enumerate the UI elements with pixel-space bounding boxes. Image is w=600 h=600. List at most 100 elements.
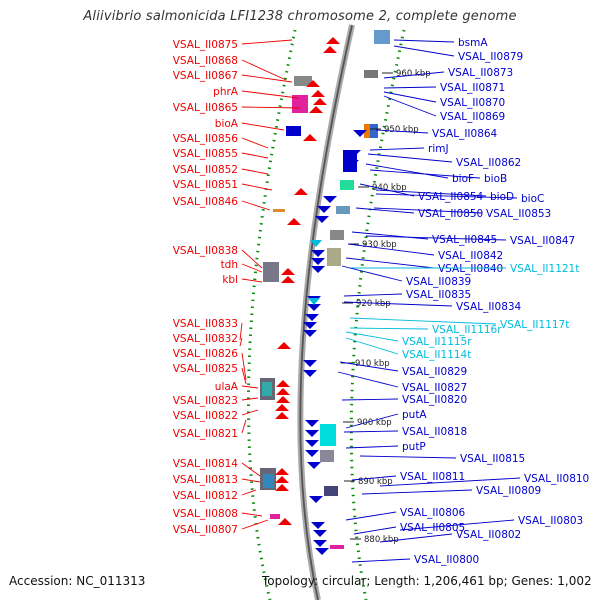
left-gene-label: VSAL_II0856 (173, 133, 239, 145)
reverse-gene-arrow (307, 462, 321, 469)
right-gene-label: VSAL_II0850 (418, 208, 483, 220)
reverse-gene-arrow (311, 258, 325, 265)
right-leader-line (399, 519, 515, 531)
right-gene-label: VSAL_II0864 (432, 128, 498, 140)
right-leader-line (343, 293, 403, 297)
right-leader-line (341, 398, 399, 401)
right-gene-label: VSAL_II0847 (510, 235, 575, 247)
reverse-gene-arrow (305, 450, 319, 457)
reverse-gene-arrow (353, 130, 367, 137)
right-leader-line (383, 95, 437, 117)
left-leader-line (241, 397, 259, 401)
left-gene-label: VSAL_II0826 (173, 348, 239, 360)
reverse-gene-arrow (317, 206, 331, 213)
forward-gene-arrow (276, 396, 290, 403)
left-gene-label: VSAL_II0868 (173, 55, 238, 67)
left-leader-line (241, 200, 271, 211)
right-gene-label: VSAL_II0873 (448, 67, 513, 79)
right-gene-label: putP (402, 441, 426, 453)
forward-gene-arrow (275, 484, 289, 491)
right-gene-label: VSAL_II0853 (486, 208, 551, 220)
gene-box (340, 180, 354, 190)
chromosome-backbone (297, 24, 355, 600)
chromosome-backbone-highlight (299, 24, 353, 600)
right-gene-label: bsmA (458, 37, 488, 49)
right-leader-line (369, 147, 425, 151)
forward-gene-arrow (278, 518, 292, 525)
right-leader-line (375, 189, 487, 197)
forward-gene-arrow (294, 188, 308, 195)
kbp-tick-label: 960 kbp (396, 69, 431, 79)
reverse-gene-arrow (309, 496, 323, 503)
kbp-tick-label: 920 kbp (356, 299, 391, 309)
topology-text: Topology: circular; Length: 1,206,461 bp… (262, 574, 592, 588)
kbp-tick-label: 950 kbp (384, 125, 419, 135)
right-leader-line (379, 533, 453, 543)
gene-box (294, 76, 312, 86)
right-gene-label: bioB (484, 173, 507, 185)
right-leader-line (349, 317, 497, 325)
right-leader-line (375, 193, 518, 199)
left-gene-label: VSAL_II0808 (173, 508, 238, 520)
gene-box (327, 248, 341, 266)
left-leader-line (241, 512, 263, 517)
forward-gene-arrow (311, 90, 325, 97)
right-gene-label: VSAL_II0879 (458, 51, 523, 63)
left-leader-line (241, 122, 285, 131)
right-gene-label: VSAL_II0862 (456, 157, 521, 169)
left-leader-line (241, 137, 269, 149)
right-leader-line (351, 558, 411, 563)
left-gene-label: VSAL_II0875 (173, 39, 238, 51)
right-leader-line (351, 231, 429, 240)
right-leader-line (365, 163, 449, 179)
right-leader-line (367, 153, 453, 163)
reverse-gene-arrow (313, 530, 327, 537)
forward-gene-arrow (275, 412, 289, 419)
forward-gene-arrow (276, 380, 290, 387)
left-leader-line (241, 278, 263, 283)
gene-arrows (275, 37, 367, 555)
reverse-gene-arrow (303, 360, 317, 367)
reverse-gene-arrow (303, 370, 317, 377)
left-gene-label: kbl (222, 274, 238, 286)
reverse-gene-arrow (347, 150, 361, 157)
right-gene-label: VSAL_II0839 (406, 276, 471, 288)
right-gene-label: VSAL_II0829 (402, 366, 467, 378)
gene-box (263, 474, 274, 488)
right-leader-line (343, 430, 399, 433)
forward-gene-arrow (277, 342, 291, 349)
right-leader-line (365, 235, 507, 241)
right-gene-label: VSAL_II0835 (406, 289, 471, 301)
left-leader-line (239, 322, 243, 341)
right-gene-label: VSAL_II0869 (440, 111, 505, 123)
right-gene-label: VSAL_II0806 (400, 507, 466, 519)
right-gene-label: VSAL_II1114t (402, 349, 471, 361)
left-gene-label: VSAL_II0822 (173, 410, 238, 422)
gene-box (336, 206, 350, 214)
rna-gene-arrow (310, 240, 322, 247)
right-leader-line (379, 477, 521, 487)
gene-box (273, 209, 285, 212)
left-leader-line (241, 409, 259, 416)
right-gene-label: rimJ (428, 143, 449, 155)
forward-gene-arrow (287, 218, 301, 225)
right-leader-line (383, 86, 437, 89)
gene-box (330, 545, 344, 549)
gene-box (320, 450, 334, 462)
left-leader-line (241, 462, 261, 477)
right-leader-line (393, 45, 455, 57)
left-leader-line (241, 249, 263, 269)
gene-box (286, 126, 301, 136)
right-gene-label: VSAL_II1115r (402, 336, 472, 348)
forward-gene-arrow (309, 106, 323, 113)
map-title: Aliivibrio salmonicida LFI1238 chromosom… (83, 9, 517, 24)
left-leader-line (241, 385, 259, 389)
forward-gene-arrow (323, 46, 337, 53)
reverse-gene-arrow (305, 420, 319, 427)
left-leader-line (241, 367, 247, 385)
left-gene-label: VSAL_II0855 (173, 148, 238, 160)
reverse-gene-arrow (311, 266, 325, 273)
right-gene-label: VSAL_II0870 (440, 97, 505, 109)
gene-box (364, 70, 378, 78)
